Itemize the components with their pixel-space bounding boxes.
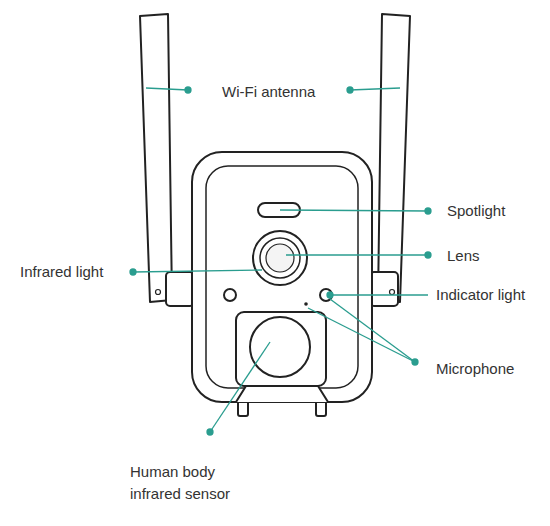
part-label: Microphone (436, 358, 514, 380)
lens-glass (266, 244, 294, 272)
part-label: Human body infrared sensor (130, 461, 255, 505)
pir-sensor (250, 317, 310, 377)
part-label: Wi-Fi antenna (222, 81, 315, 103)
camera-face (206, 166, 358, 388)
right-antenna (378, 14, 410, 302)
part-label: Spotlight (447, 200, 505, 222)
sensor-window (236, 312, 326, 386)
camera-base (236, 386, 328, 402)
part-label: Infrared light (20, 261, 103, 283)
part-label: Lens (447, 245, 480, 267)
lens (260, 238, 300, 278)
leader-lines (130, 87, 431, 435)
right-bracket (370, 272, 398, 306)
left-antenna (140, 14, 172, 302)
microphone-hole (304, 302, 308, 306)
infrared-light (224, 289, 236, 301)
lens-ring (253, 231, 307, 285)
camera-body (192, 152, 372, 402)
left-bracket (166, 272, 194, 306)
part-label: Indicator light (436, 284, 525, 306)
